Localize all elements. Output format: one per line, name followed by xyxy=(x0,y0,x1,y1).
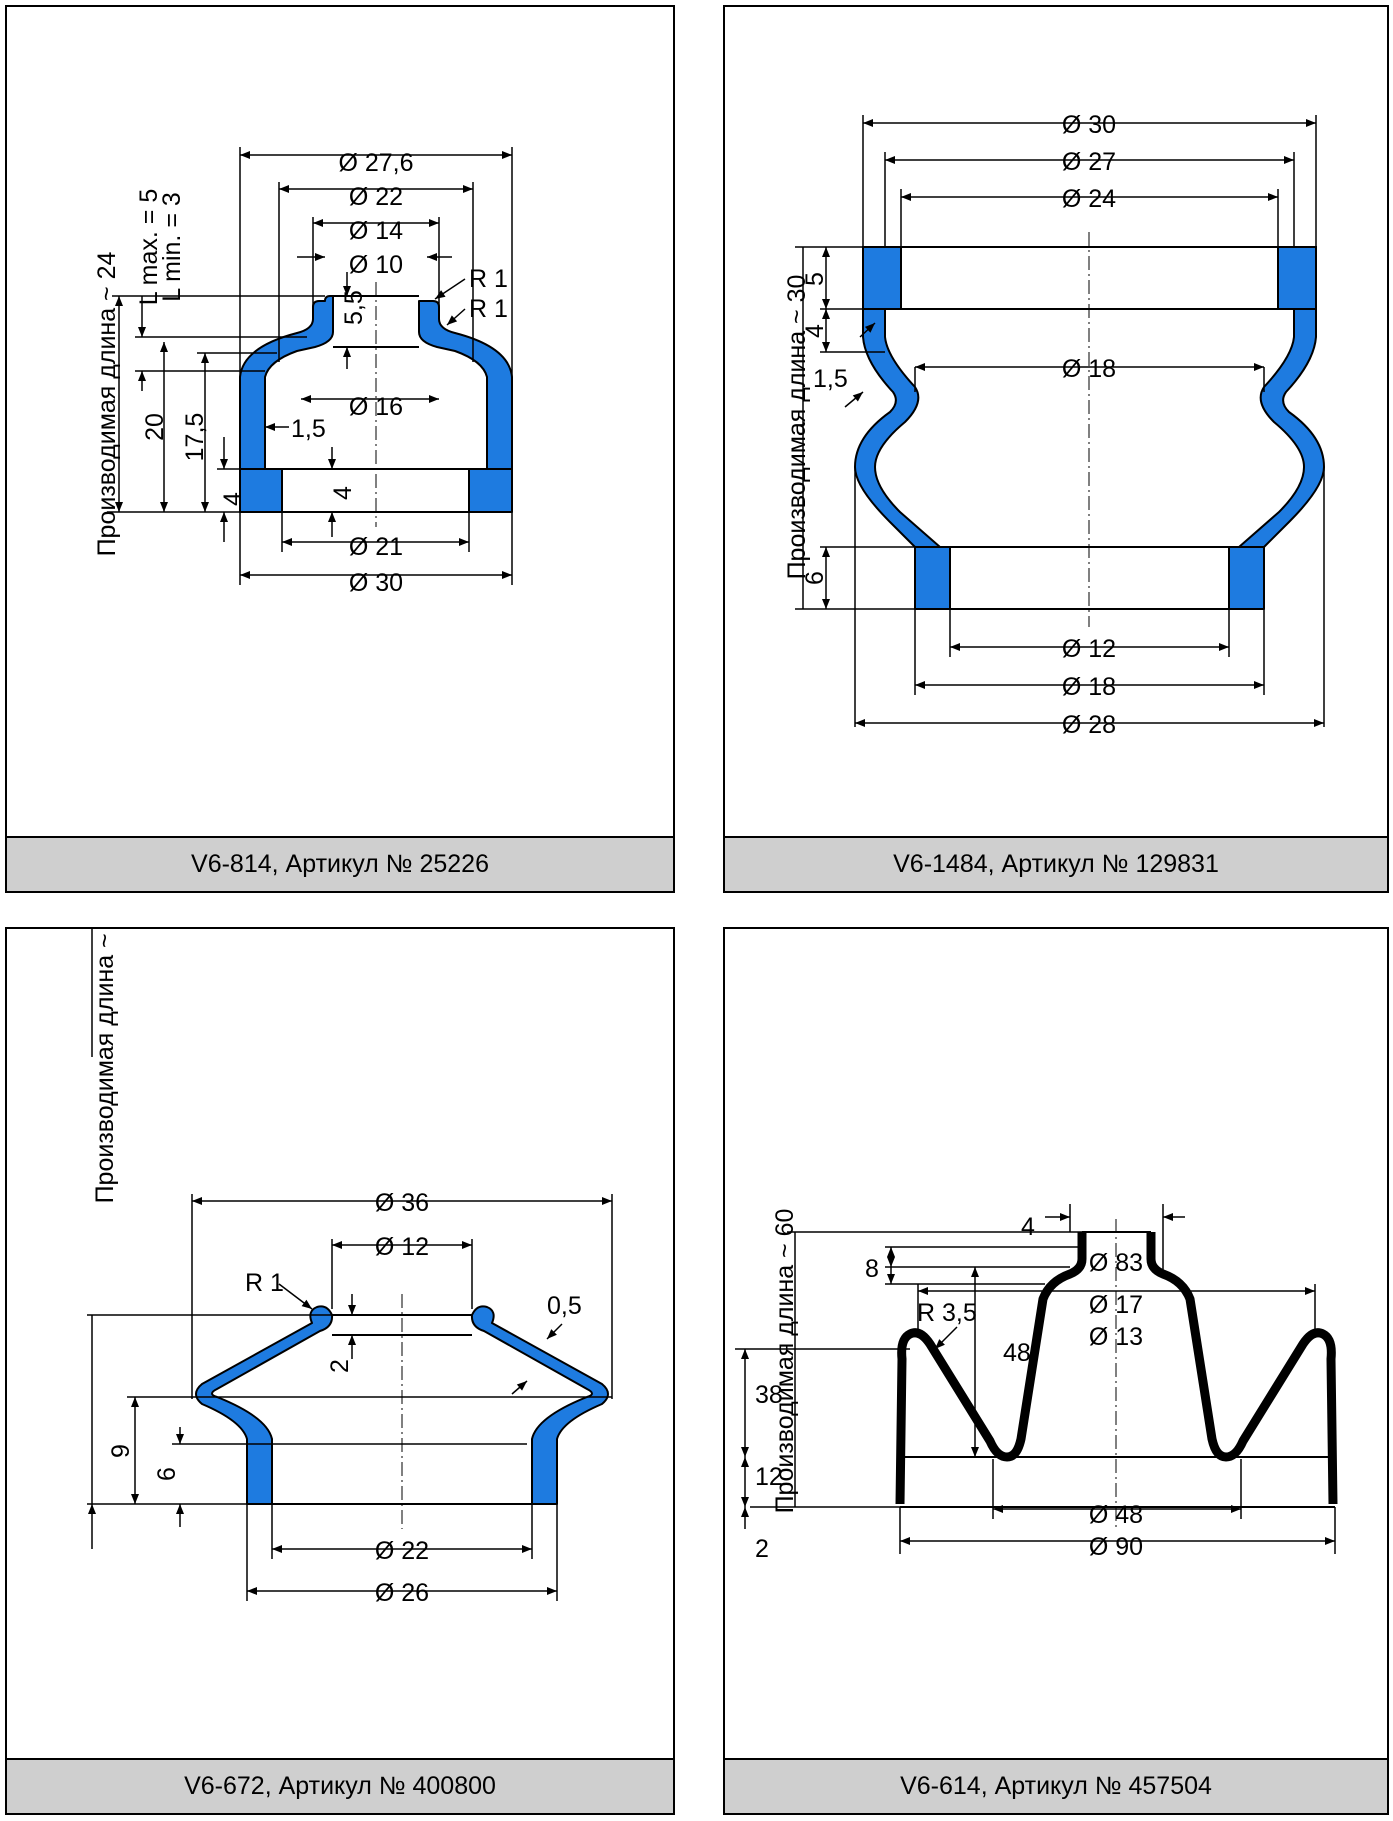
dim-d24: Ø 24 xyxy=(1062,185,1116,213)
dim-d27-6: Ø 27,6 xyxy=(338,149,413,177)
dim-5-5: 5,5 xyxy=(340,290,368,325)
technical-drawing-v6-1484: Ø 30 Ø 27 Ø 24 Ø 18 1,5 5 4 6 Производим… xyxy=(783,111,1325,739)
bellows-part xyxy=(239,295,334,470)
dim-d36: Ø 36 xyxy=(375,1189,429,1217)
dim-d12: Ø 12 xyxy=(1062,635,1116,663)
dim-d13: Ø 13 xyxy=(1089,1323,1143,1351)
dim-d26: Ø 26 xyxy=(375,1579,429,1607)
dim-thickness-1-5: 1,5 xyxy=(291,415,326,443)
dim-6: 6 xyxy=(153,1467,181,1481)
panel-caption: V6-814, Артикул № 25226 xyxy=(7,836,673,891)
label-produced-length: Производимая длина ~ 24 xyxy=(93,251,121,556)
dim-48-height: 48 xyxy=(1003,1339,1031,1367)
dim-r1-top: R 1 xyxy=(469,265,508,293)
technical-drawing-v6-672: Производимая длина ~ 17 Ø 36 Ø 12 R 1 0,… xyxy=(87,929,613,1607)
dim-d83: Ø 83 xyxy=(1089,1249,1143,1277)
dim-r3-5: R 3,5 xyxy=(917,1299,977,1327)
dim-12: 12 xyxy=(755,1463,783,1491)
dim-9: 9 xyxy=(107,1444,135,1458)
dim-4: 4 xyxy=(1021,1213,1035,1241)
label-produced-length: Производимая длина ~ 30 xyxy=(783,275,811,580)
dim-6: 6 xyxy=(801,571,829,585)
dim-thickness-1-5: 1,5 xyxy=(813,365,848,393)
bellows-part xyxy=(854,308,941,548)
drawing-panel-v6-672: Производимая длина ~ 17 Ø 36 Ø 12 R 1 0,… xyxy=(5,927,675,1815)
panel-caption: V6-672, Артикул № 400800 xyxy=(7,1758,673,1813)
dim-thickness-0-5: 0,5 xyxy=(547,1292,582,1320)
dim-4: 4 xyxy=(801,324,829,338)
dim-5: 5 xyxy=(801,272,829,286)
dim-d30: Ø 30 xyxy=(1062,111,1116,139)
dim-4-left: 4 xyxy=(219,492,247,506)
technical-drawing-v6-614: Ø 83 Ø 17 Ø 13 4 8 R 3,5 48 38 12 Произв… xyxy=(735,1204,1338,1563)
dim-4-center: 4 xyxy=(329,486,357,500)
technical-drawing-v6-814: Ø 27,6 Ø 22 Ø 14 Ø 10 R 1 R 1 5,5 Ø 16 1… xyxy=(93,147,513,597)
dim-d22: Ø 22 xyxy=(375,1537,429,1565)
dim-d22: Ø 22 xyxy=(349,183,403,211)
dim-d16: Ø 16 xyxy=(349,393,403,421)
dim-d18-bottom: Ø 18 xyxy=(1062,673,1116,701)
dim-d17: Ø 17 xyxy=(1089,1291,1143,1319)
dim-2: 2 xyxy=(326,1359,354,1373)
dim-d30: Ø 30 xyxy=(349,569,403,597)
bellows-part xyxy=(195,1305,334,1505)
label-l-min: L min. = 3 xyxy=(158,192,186,302)
dim-d28: Ø 28 xyxy=(1062,711,1116,739)
dim-17-5: 17,5 xyxy=(181,413,209,462)
bellows-part xyxy=(895,1232,1087,1505)
dim-d90: Ø 90 xyxy=(1089,1533,1143,1561)
label-produced-length: Производимая длина ~ 60 xyxy=(771,1209,799,1514)
dim-d21: Ø 21 xyxy=(349,533,403,561)
drawing-panel-v6-614: Ø 83 Ø 17 Ø 13 4 8 R 3,5 48 38 12 Произв… xyxy=(723,927,1389,1815)
dim-2: 2 xyxy=(755,1535,769,1563)
dim-d27: Ø 27 xyxy=(1062,148,1116,176)
label-produced-length: Производимая длина ~ 17 xyxy=(91,929,119,1203)
dim-38: 38 xyxy=(755,1381,783,1409)
panel-caption: V6-614, Артикул № 457504 xyxy=(725,1758,1387,1813)
dim-d48: Ø 48 xyxy=(1089,1501,1143,1529)
dim-d10: Ø 10 xyxy=(349,251,403,279)
dim-d14: Ø 14 xyxy=(349,217,403,245)
dim-r1-bottom: R 1 xyxy=(469,295,508,323)
dim-20: 20 xyxy=(141,413,169,441)
drawing-panel-v6-814: Ø 27,6 Ø 22 Ø 14 Ø 10 R 1 R 1 5,5 Ø 16 1… xyxy=(5,5,675,893)
dim-r1: R 1 xyxy=(245,1269,284,1297)
dim-d18-top: Ø 18 xyxy=(1062,355,1116,383)
drawing-panel-v6-1484: Ø 30 Ø 27 Ø 24 Ø 18 1,5 5 4 6 Производим… xyxy=(723,5,1389,893)
dim-8: 8 xyxy=(865,1255,879,1283)
panel-caption: V6-1484, Артикул № 129831 xyxy=(725,836,1387,891)
dim-d12: Ø 12 xyxy=(375,1233,429,1261)
label-l-max: L max. = 5 xyxy=(135,189,163,306)
